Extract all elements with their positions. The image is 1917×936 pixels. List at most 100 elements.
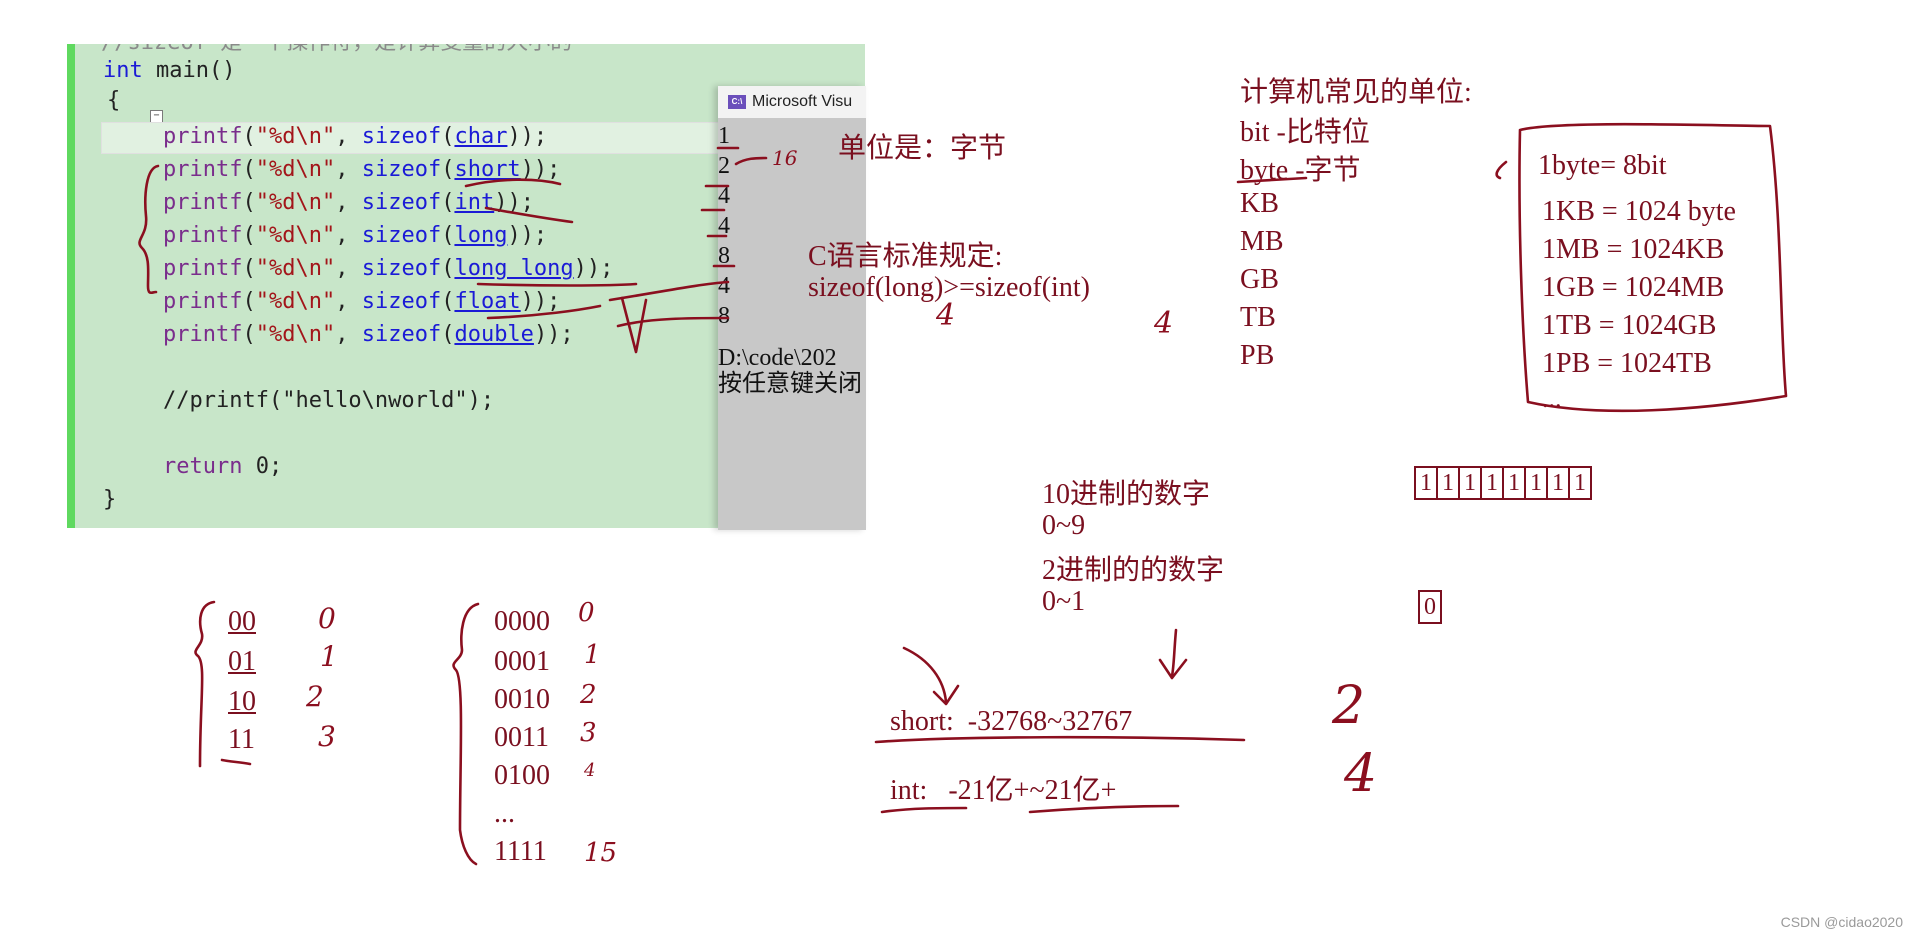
ink-underline-short-range [874, 735, 1246, 744]
ink-tick [220, 758, 252, 766]
code-line-sizeof-char: printf("%d\n", sizeof(char)); [163, 124, 548, 149]
console-title: Microsoft Visu [752, 93, 853, 110]
conversion-item: 1MB = 1024KB [1542, 234, 1725, 265]
code-line-sizeof-double: printf("%d\n", sizeof(double)); [163, 322, 574, 347]
code-line-main: int main() [103, 56, 235, 86]
code-line-sizeof-short: printf("%d\n", sizeof(short)); [163, 157, 561, 182]
ink-underline-int-range [1028, 804, 1180, 814]
conversion-item: 1PB = 1024TB [1542, 348, 1712, 379]
keyword-int: int [103, 58, 143, 83]
console-output-line: 1 [718, 123, 730, 149]
code-line-sizeof-long: printf("%d\n", sizeof(long)); [163, 223, 548, 248]
editor-gutter-marker [67, 44, 75, 528]
conversion-item: 1KB = 1024 byte [1542, 196, 1736, 227]
unit-item: MB [1240, 226, 1284, 257]
note-decimal-range: 0~9 [1042, 510, 1086, 541]
ink-arrow-short-right [1170, 628, 1178, 678]
current-line-highlight [101, 122, 733, 154]
two-bit-code: 01 [228, 646, 256, 677]
four-bit-code: 0000 [494, 606, 550, 637]
ink-underline-byte [1236, 176, 1308, 184]
note-decimal-title: 10进制的数字 [1042, 479, 1211, 510]
main-signature: main() [156, 58, 236, 83]
two-bit-value-hand: 0 [318, 602, 336, 635]
note-short-range: short: -32768~32767 [890, 706, 1133, 737]
console-prompt-line: 按任意键关闭 [718, 371, 862, 397]
four-bit-code: ... [494, 798, 515, 829]
console-output-line: 4 [718, 273, 730, 299]
unit-item: GB [1240, 264, 1279, 295]
note-unit-bytes: 单位是：字节 [838, 133, 1007, 164]
note-sizeof-rule: sizeof(long)>=sizeof(int) [808, 272, 1090, 303]
bit-box: 0 [1418, 590, 1442, 624]
note-int-range: int: -21亿+~21亿+ [890, 775, 1117, 806]
ink-brace-two-bit [194, 600, 216, 768]
conversion-item: 1GB = 1024MB [1542, 272, 1725, 303]
console-output-line: 4 [718, 183, 730, 209]
ink-arrow-double [616, 316, 730, 328]
two-bit-code: 11 [228, 724, 255, 755]
four-bit-code: 0100 [494, 760, 550, 791]
ink-arrow-16 [734, 156, 768, 166]
console-titlebar[interactable]: C:\ Microsoft Visu [718, 86, 866, 118]
code-line-sizeof-long-long: printf("%d\n", sizeof(long long)); [163, 256, 614, 281]
ink-arrow-short-left [902, 646, 948, 704]
two-bit-code: 00 [228, 606, 256, 637]
ink-arrowhead [1158, 658, 1188, 680]
watermark: CSDN @cidao2020 [1780, 914, 1903, 930]
unit-item: TB [1240, 302, 1276, 333]
console-output-line: 4 [718, 213, 730, 239]
console-path-line: D:\code\202 [718, 345, 837, 371]
bit-box: 1 [1436, 466, 1460, 500]
note-binary-range: 0~1 [1042, 586, 1086, 617]
four-bit-code: 0010 [494, 684, 550, 715]
ink-underline-int-label [880, 806, 968, 814]
two-bit-value-hand: 2 [306, 680, 324, 713]
four-bit-value-hand: 1 [584, 640, 601, 670]
unit-item: KB [1240, 188, 1279, 219]
ink-box-conversions [1518, 122, 1788, 413]
code-line-open-brace: { [107, 88, 121, 113]
four-bit-value-hand: 0 [578, 598, 595, 628]
ink-brace-four-bit [452, 602, 480, 866]
note-binary-title: 2进制的的数字 [1042, 555, 1225, 586]
note-common-units-title: 计算机常见的单位: [1240, 77, 1472, 108]
zero-box: 0 [1418, 590, 1442, 624]
unit-item: PB [1240, 340, 1275, 371]
ink-arrowhead [932, 684, 960, 706]
conversion-item: 1byte= 8bit [1538, 150, 1667, 181]
code-line-comment: //printf("hello\nworld"); [163, 388, 495, 413]
four-bit-code: 0011 [494, 722, 549, 753]
eight-bit-boxes: 1 1 1 1 1 1 1 1 [1414, 466, 1592, 500]
editor-cut-comment: //sizeof 是一个操作符，是计算变量的大小的 [101, 44, 572, 58]
hand-note-2: 2 [1332, 676, 1366, 736]
hand-note-4: 4 [1344, 744, 1378, 804]
console-output-line: 2 [718, 153, 730, 179]
code-line-sizeof-float: printf("%d\n", sizeof(float)); [163, 289, 561, 314]
four-bit-value-hand: 4 [584, 760, 596, 781]
ink-underline-int [484, 206, 574, 224]
ink-hook-conversions [1495, 160, 1508, 180]
bit-box: 1 [1568, 466, 1592, 500]
code-line-sizeof-int: printf("%d\n", sizeof(int)); [163, 190, 534, 215]
ink-brace-code [138, 164, 160, 295]
console-output-line: 8 [718, 303, 730, 329]
four-bit-value-hand: 15 [584, 838, 618, 868]
hand-note-under-int: 4 [1154, 306, 1174, 341]
four-bit-value-hand: 2 [580, 680, 597, 710]
console-output-line: 8 [718, 243, 730, 269]
four-bit-code: 0001 [494, 646, 550, 677]
code-line-return: return 0; [163, 454, 283, 479]
hand-note-under-long: 4 [936, 298, 956, 333]
ink-underline-float [486, 304, 602, 320]
conversion-item: 1TB = 1024GB [1542, 310, 1717, 341]
four-bit-code: 1111 [494, 836, 547, 867]
two-bit-code: 10 [228, 686, 256, 717]
note-c-standard: C语言标准规定: [808, 241, 1003, 272]
code-line-close-brace: } [103, 487, 117, 512]
bit-box: 1 [1502, 466, 1526, 500]
ink-arrowhead [620, 296, 648, 354]
ink-underline-short [464, 178, 562, 188]
ink-arrow-float [608, 280, 730, 302]
